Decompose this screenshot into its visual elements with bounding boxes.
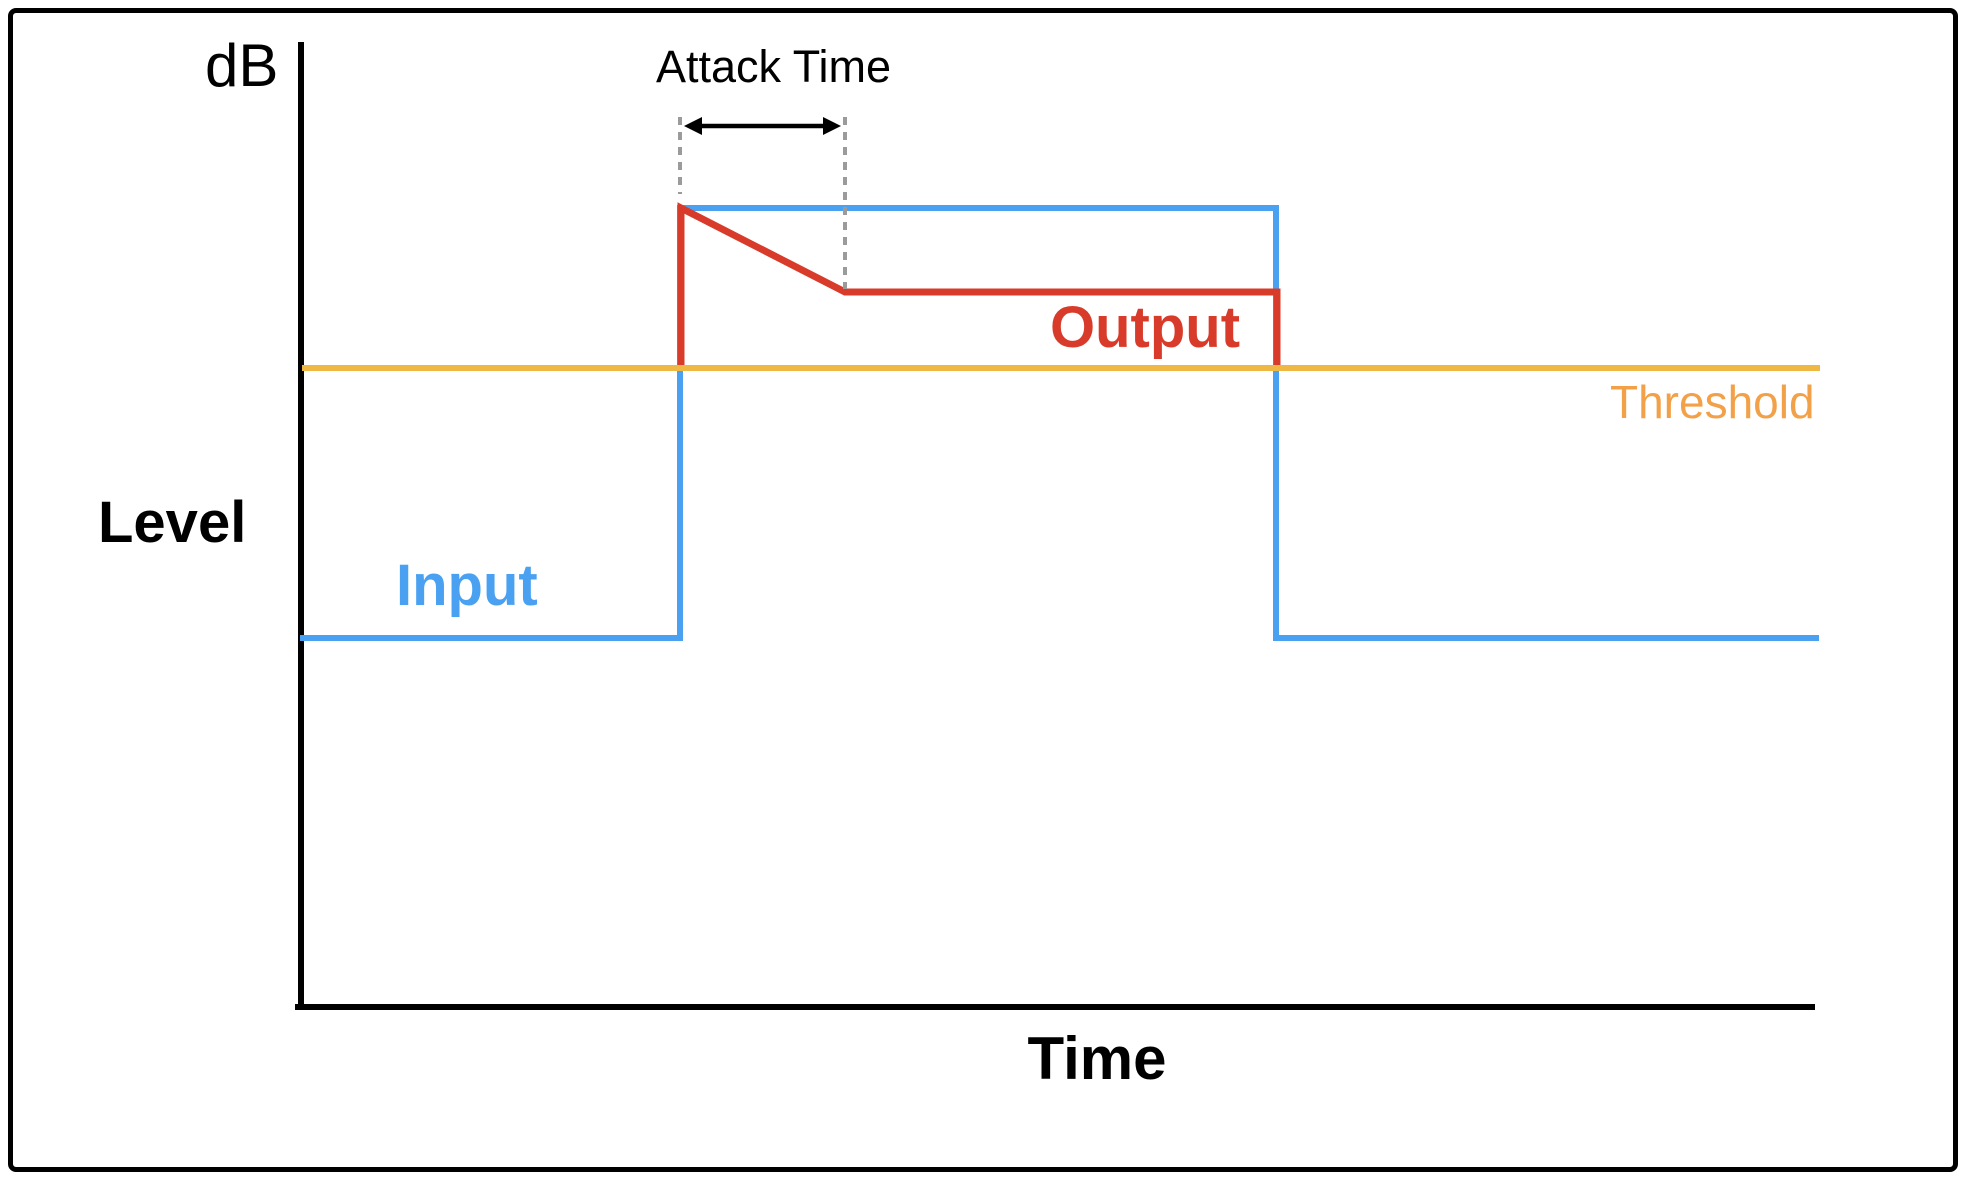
attack-time-label: Attack Time [656,41,892,92]
input-line [300,205,1819,641]
attack-arrow-right-head [823,117,841,135]
input-series-label: Input [396,553,538,618]
attack-arrow-left-head [684,117,702,135]
output-line [677,202,1281,368]
y-axis-unit-label: dB [205,32,279,99]
x-axis-title: Time [1027,1025,1167,1092]
output-series-label: Output [1050,295,1241,360]
y-axis-title: Level [98,490,247,555]
figure-border [8,8,1958,1172]
threshold-line-label: Threshold [1610,376,1815,428]
